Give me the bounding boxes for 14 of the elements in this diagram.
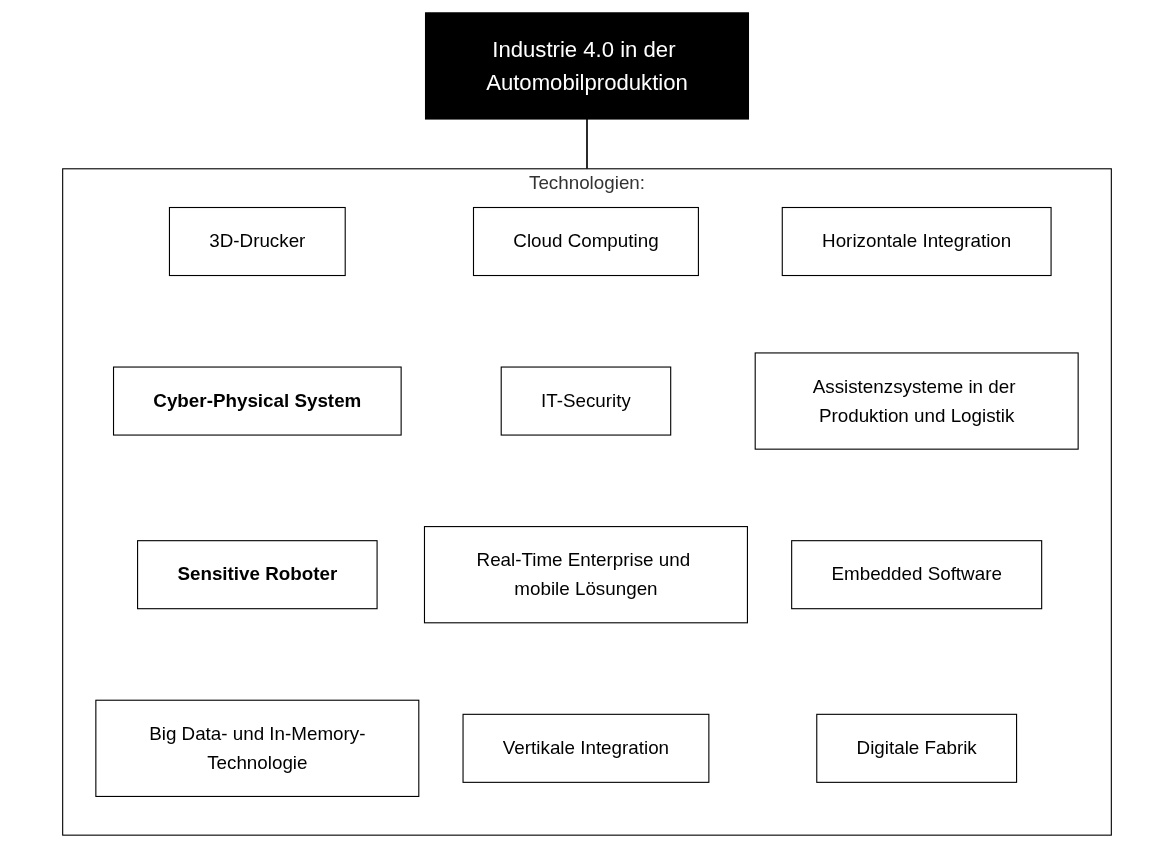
node-box: 3D-Drucker	[168, 206, 346, 277]
node-box: Vertikale Integration	[462, 713, 710, 783]
connector	[586, 118, 588, 170]
node-box: Digitale Fabrik	[816, 713, 1018, 783]
node-box: Sensitive Roboter	[137, 540, 378, 610]
node-box: Big Data- und In-Memory-Technologie	[95, 699, 420, 797]
node-box: Assistenzsysteme in der Produktion und Logistik	[754, 352, 1079, 450]
node-box: Cyber-Physical System	[112, 366, 402, 436]
node-box: Cloud Computing	[472, 206, 699, 277]
node-box: Industrie 4.0 in der Automobilproduktion	[424, 12, 750, 120]
node-box: Horizontale Integration	[781, 206, 1052, 277]
node-box: Embedded Software	[791, 540, 1043, 610]
node-box: Real-Time Enterprise und mobile Lösungen	[423, 526, 748, 624]
node-box: IT-Security	[500, 366, 672, 436]
